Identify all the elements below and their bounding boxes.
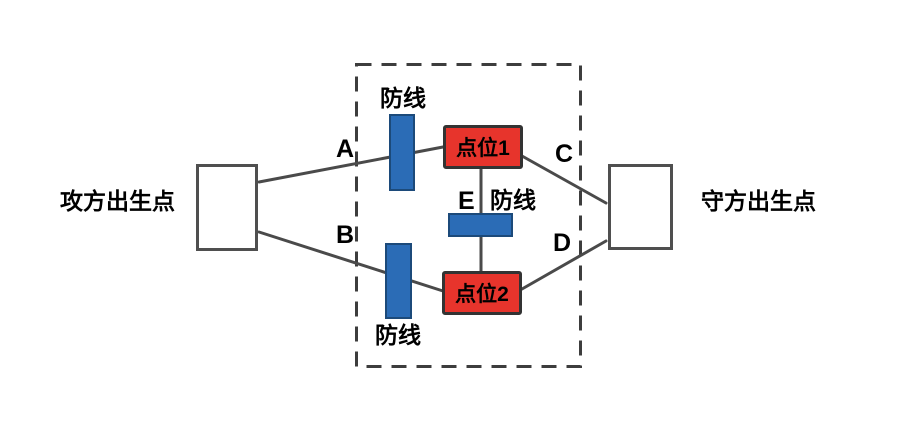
defense-line-bottom-label: 防线 [375,322,421,348]
defense-line-middle-label: 防线 [490,187,536,213]
route-c-label: C [555,140,574,168]
point-2-box: 点位2 [442,271,522,315]
route-b-line [257,230,445,293]
map-boundary-dashed-box [355,63,582,368]
defense-line-middle-bar [448,213,513,237]
attacker-spawn-label: 攻方出生点 [60,188,175,214]
route-a-label: A [336,135,355,163]
defender-spawn-label: 守方出生点 [701,188,816,214]
route-e-label: E [458,187,475,215]
route-b-label: B [336,221,355,249]
defense-line-top-bar [389,114,415,191]
defense-line-top-label: 防线 [380,85,426,111]
defense-line-bottom-bar [385,243,412,319]
defender-spawn-box [608,164,673,250]
attacker-spawn-box [196,164,258,251]
point-1-box: 点位1 [443,125,523,169]
route-d-line [520,239,608,291]
route-d-label: D [553,229,572,257]
route-c-line [520,154,608,205]
